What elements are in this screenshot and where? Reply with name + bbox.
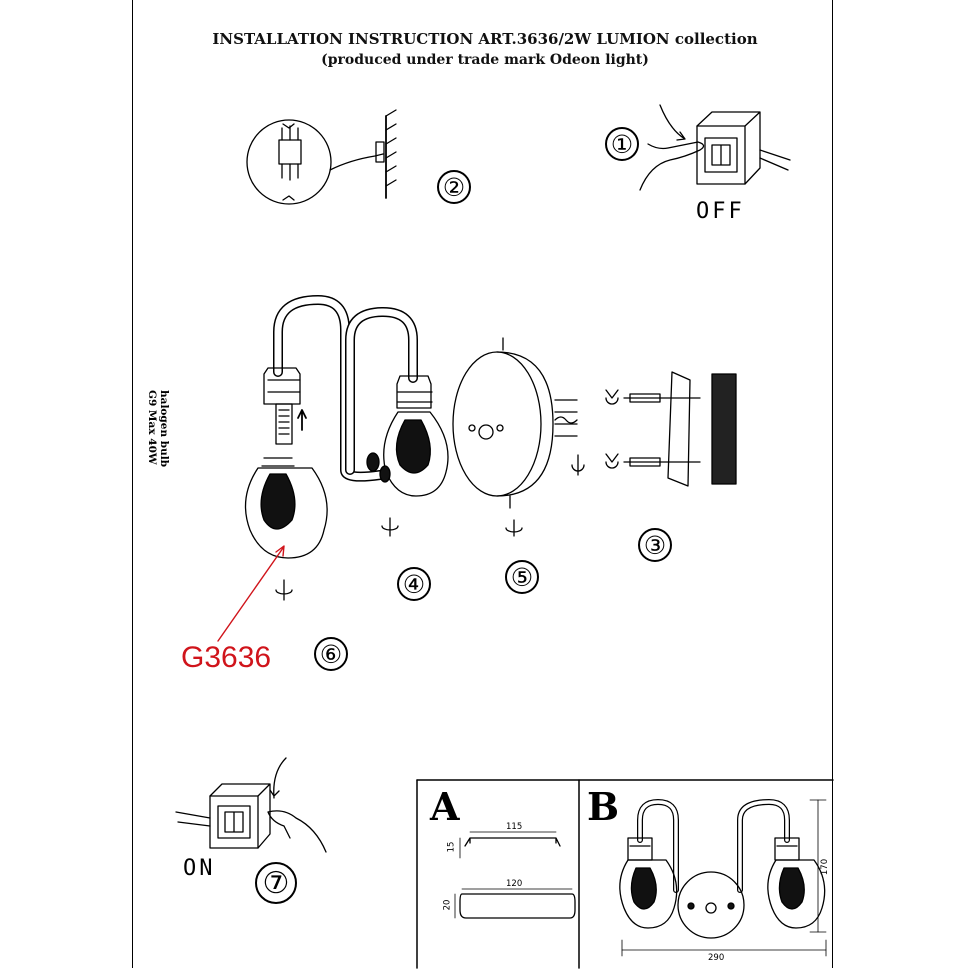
bulb-spec-type: halogen bulb [158,390,170,468]
dim-a-bottom-height: 20 [442,899,453,911]
bulb-spec-rating: G9 Max 40W [146,390,158,465]
switch-on-drawing [175,757,327,853]
panel-b-label: B [587,784,620,829]
switch-off-label: OFF [696,199,745,224]
switch-on-label: ON [183,856,216,881]
page-subtitle: (produced under trade mark Odeon light) [321,52,649,68]
step-7-marker: ⑦ [255,862,297,904]
bulb-spec-text: halogen bulb G9 Max 40W [146,390,170,540]
switch-off-drawing [639,104,791,191]
step-1-marker: ① [605,127,639,161]
mounting-bracket-drawing [554,371,737,487]
lamp-arm-drawing [244,295,449,601]
panel-a-label: A [430,784,460,829]
bulb-code-label: G3636 [181,641,272,674]
dimension-panels [416,779,834,969]
dim-b-width: 290 [708,953,725,963]
page-title: INSTALLATION INSTRUCTION ART.3636/2W LUM… [212,30,758,48]
wire-connection-drawing [246,109,397,205]
step-4-marker: ④ [397,567,431,601]
step-2-marker: ② [437,170,471,204]
step-3-marker: ③ [638,528,672,562]
dim-a-top-width: 115 [506,822,523,832]
bulb-pointer-arrow [217,545,285,642]
step-6-marker: ⑥ [314,637,348,671]
step-5-marker: ⑤ [505,560,539,594]
canopy-drawing [452,337,554,537]
dim-a-top-height: 15 [446,841,457,853]
dim-a-bottom-width: 120 [506,879,523,889]
dim-b-height: 170 [820,858,831,876]
page-frame [132,0,833,968]
